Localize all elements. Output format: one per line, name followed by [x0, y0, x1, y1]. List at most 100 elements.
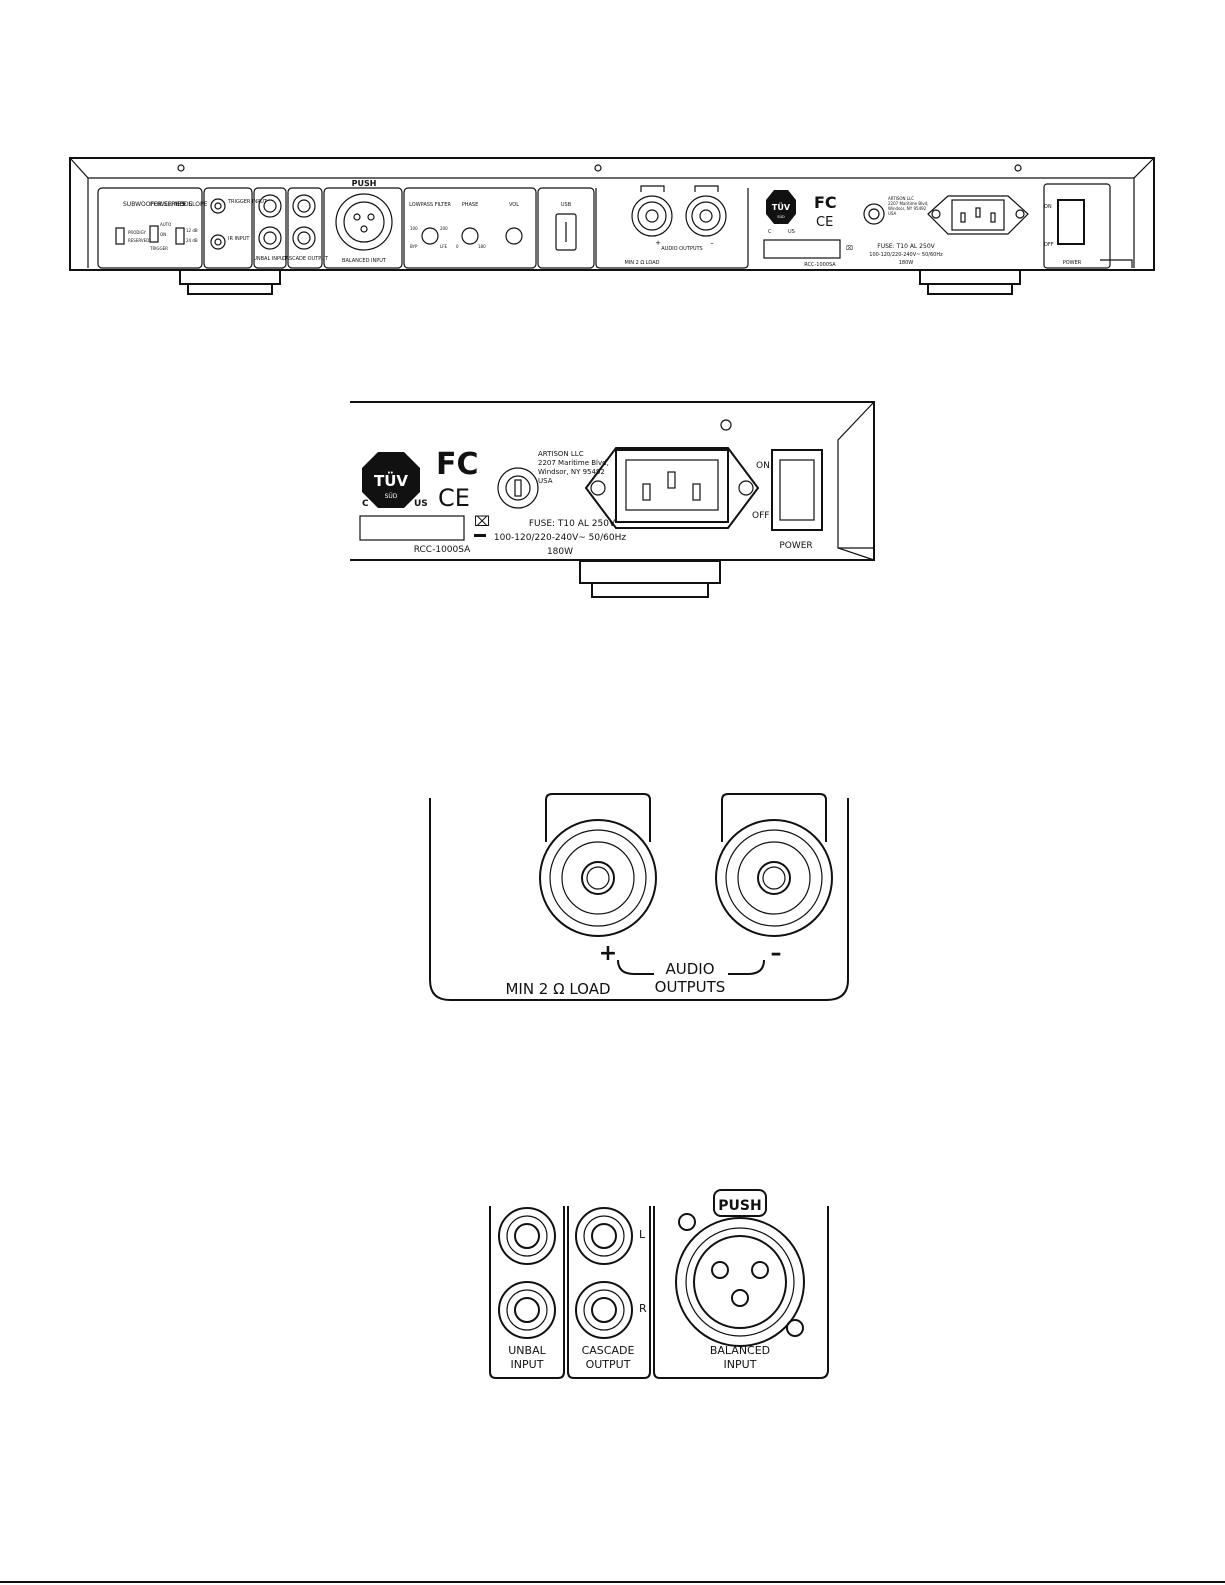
tuv-mark-icon [362, 452, 420, 508]
positive-binding-post[interactable] [539, 819, 657, 937]
address-line: 2207 Maritime Blvd, [538, 459, 609, 467]
xlr-connector[interactable] [335, 193, 393, 251]
power-mode-switch[interactable] [149, 225, 159, 243]
chassis-top-bevel [69, 157, 1155, 179]
inlet-screw [1015, 209, 1025, 219]
xlr-insert [693, 1235, 787, 1329]
cascade-section [567, 1206, 651, 1379]
power-mode-option: TRIGGER [149, 246, 168, 251]
unbal-section [489, 1206, 565, 1379]
right-foot-base [927, 283, 1013, 295]
xlr-pin [751, 1261, 769, 1279]
serial-label-box [359, 515, 465, 541]
weee-bar [474, 534, 486, 537]
binding-post-core [581, 861, 615, 895]
unbal-jack-ring [263, 231, 277, 245]
cert-c-label: C [362, 499, 369, 509]
unbal-input-left-jack[interactable] [258, 194, 282, 218]
detail-chassis-bevel [837, 401, 875, 561]
iec-power-inlet[interactable] [951, 199, 1005, 231]
tuv-mark-icon [766, 190, 796, 224]
negative-post-hood [721, 793, 827, 842]
balanced-input-label: BALANCED INPUT [342, 258, 387, 264]
bracket-left [617, 959, 654, 975]
ce-mark-icon: CE [438, 484, 470, 512]
address-line: USA [888, 211, 897, 216]
unbal-input-right-jack[interactable] [258, 226, 282, 250]
volume-knob[interactable] [505, 227, 523, 245]
inlet-pin [642, 483, 651, 501]
off-label: OFF [752, 511, 769, 521]
lpf-range-label: 100 [410, 226, 418, 231]
minus-symbol: – [710, 239, 714, 247]
cascade-output-right-jack[interactable] [292, 226, 316, 250]
binding-post-ring [725, 829, 823, 927]
audio-label: AUDIO [665, 960, 714, 978]
address-line: 2207 Maritime Blvd, [888, 201, 928, 206]
inputs-svg: UNBAL INPUT L R CASCADE OUTPUT PUSH BALA… [489, 1189, 829, 1379]
xlr-mount-screw [678, 1213, 696, 1231]
power-mode-option: RESERVED [128, 238, 149, 243]
iec-inlet-flange [927, 195, 1029, 235]
unbal-label: UNBAL [508, 1344, 546, 1357]
rca-ring [583, 1289, 625, 1331]
min-load-label: MIN 2 Ω LOAD [624, 260, 659, 266]
iec-power-inlet[interactable] [615, 449, 729, 523]
inlet-screw [590, 480, 606, 496]
fuse-label: FUSE: T10 AL 250V [877, 243, 935, 250]
plus-symbol: + [655, 239, 661, 247]
tuv-text: TÜV [772, 202, 791, 212]
balanced-label: BALANCED [710, 1344, 770, 1357]
phase-range-label: 180 [478, 244, 486, 249]
trigger-input-jack[interactable] [210, 198, 226, 214]
negative-binding-post[interactable] [715, 819, 833, 937]
chassis-corner [1100, 259, 1133, 268]
phase-knob[interactable] [461, 227, 479, 245]
unbal-input-left-jack[interactable] [498, 1207, 556, 1265]
lpf-option: 24 dB [186, 238, 198, 243]
top-screw [177, 164, 185, 172]
xlr-connector[interactable] [675, 1217, 805, 1347]
power-rocker-switch[interactable] [1057, 199, 1085, 245]
negative-binding-post[interactable] [685, 195, 727, 237]
fuse-holder[interactable] [863, 203, 885, 225]
plus-symbol: + [599, 941, 617, 966]
lowpass-filter-knob[interactable] [421, 227, 439, 245]
cascade-output-left-jack[interactable] [575, 1207, 633, 1265]
fuse-holder-core [868, 208, 880, 220]
cert-c-label: C [768, 229, 772, 235]
fuse-holder[interactable] [497, 467, 539, 509]
usb-port[interactable] [555, 213, 577, 251]
series-switch[interactable] [115, 227, 125, 245]
fuse-slot [514, 479, 522, 497]
binding-post-ring [549, 829, 647, 927]
power-rocker-face [779, 459, 815, 521]
power-section [1043, 183, 1111, 269]
foot [579, 560, 721, 584]
push-tab[interactable] [713, 1189, 767, 1217]
lpf-range-label: 200 [440, 226, 448, 231]
top-screw [594, 164, 602, 172]
binding-post-cap [640, 185, 665, 192]
cascade-output-label: OUTPUT [586, 1358, 631, 1371]
phase-label: PHASE [462, 202, 479, 208]
unbal-section [253, 187, 287, 269]
inputs-figure: UNBAL INPUT L R CASCADE OUTPUT PUSH BALA… [484, 1186, 840, 1386]
ir-input-jack[interactable] [210, 234, 226, 250]
lpf-slope-switch[interactable] [175, 227, 185, 245]
power-rocker-switch[interactable] [771, 449, 823, 531]
audio-outputs-svg: + – AUDIO OUTPUTS MIN 2 Ω LOAD [429, 793, 849, 1001]
cascade-section [287, 187, 323, 269]
address-line: USA [538, 477, 553, 485]
iec-inlet-socket [625, 459, 719, 511]
cascade-output-right-jack[interactable] [575, 1281, 633, 1339]
inlet-pin [975, 207, 981, 218]
cascade-output-left-jack[interactable] [292, 194, 316, 218]
positive-binding-post[interactable] [631, 195, 673, 237]
top-screw [720, 419, 732, 431]
unbal-input-right-jack[interactable] [498, 1281, 556, 1339]
xlr-inner-ring [343, 201, 385, 243]
trigger-input-label: TRIGGER INPUT [227, 199, 268, 205]
fuse-label: FUSE: T10 AL 250V [529, 519, 616, 529]
on-label: ON [1044, 204, 1052, 210]
